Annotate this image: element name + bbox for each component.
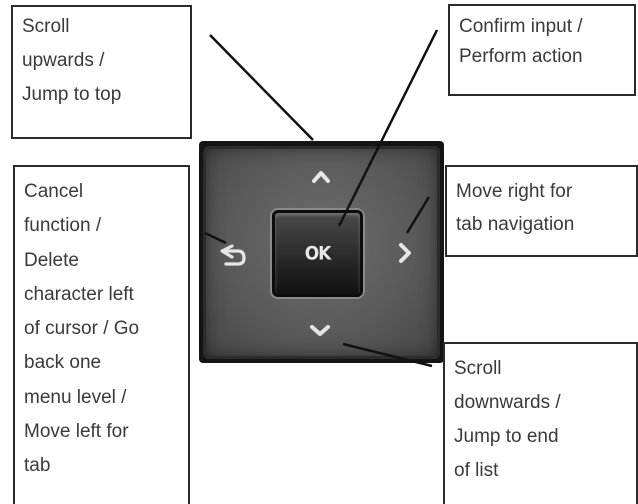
callout-line: Confirm input / — [459, 16, 583, 37]
callout-line: Scroll — [454, 358, 502, 379]
callout-line: Jump to top — [22, 84, 122, 105]
chevron-right-icon[interactable] — [399, 243, 411, 263]
callout-line: of cursor / Go — [24, 318, 140, 340]
callout-line: back one — [24, 352, 102, 374]
callout-line: Move left for — [24, 421, 129, 443]
callout-line: upwards / — [22, 50, 105, 71]
callout-line: menu level / — [24, 386, 127, 408]
callout-line: Move right for — [456, 181, 573, 202]
callout-line: of list — [454, 460, 499, 481]
callout-line: Perform action — [459, 46, 583, 67]
ok-key[interactable]: OK — [272, 210, 363, 297]
callout-line: Delete — [24, 249, 79, 271]
callout-line: function / — [24, 215, 102, 237]
callout-line: tab — [24, 455, 51, 477]
leader-line-down — [342, 342, 433, 368]
ok-key-label: OK — [304, 242, 332, 265]
callout-line: Scroll — [22, 16, 70, 37]
callout-line: character left — [24, 283, 134, 305]
callout-line: Cancel — [24, 181, 84, 202]
callout-move-right: Move right for tab navigation — [445, 165, 638, 257]
callout-scroll-up: Scroll upwards / Jump to top — [11, 5, 192, 139]
callout-scroll-down: Scroll downwards / Jump to end of list — [443, 342, 638, 504]
leader-line-up — [209, 34, 314, 141]
callout-confirm: Confirm input / Perform action — [448, 4, 636, 96]
leader-line-ok — [337, 29, 439, 227]
back-arrow-icon[interactable] — [220, 244, 246, 266]
callout-line: downwards / — [454, 392, 561, 413]
callout-line: Jump to end — [454, 426, 559, 447]
callout-cancel: Cancel function / Delete character left … — [13, 165, 190, 504]
leader-line-cancel — [204, 231, 227, 245]
chevron-down-icon[interactable] — [310, 325, 330, 336]
callout-line: tab navigation — [456, 214, 575, 235]
leader-line-right — [405, 196, 431, 234]
chevron-up-icon[interactable] — [312, 171, 330, 183]
